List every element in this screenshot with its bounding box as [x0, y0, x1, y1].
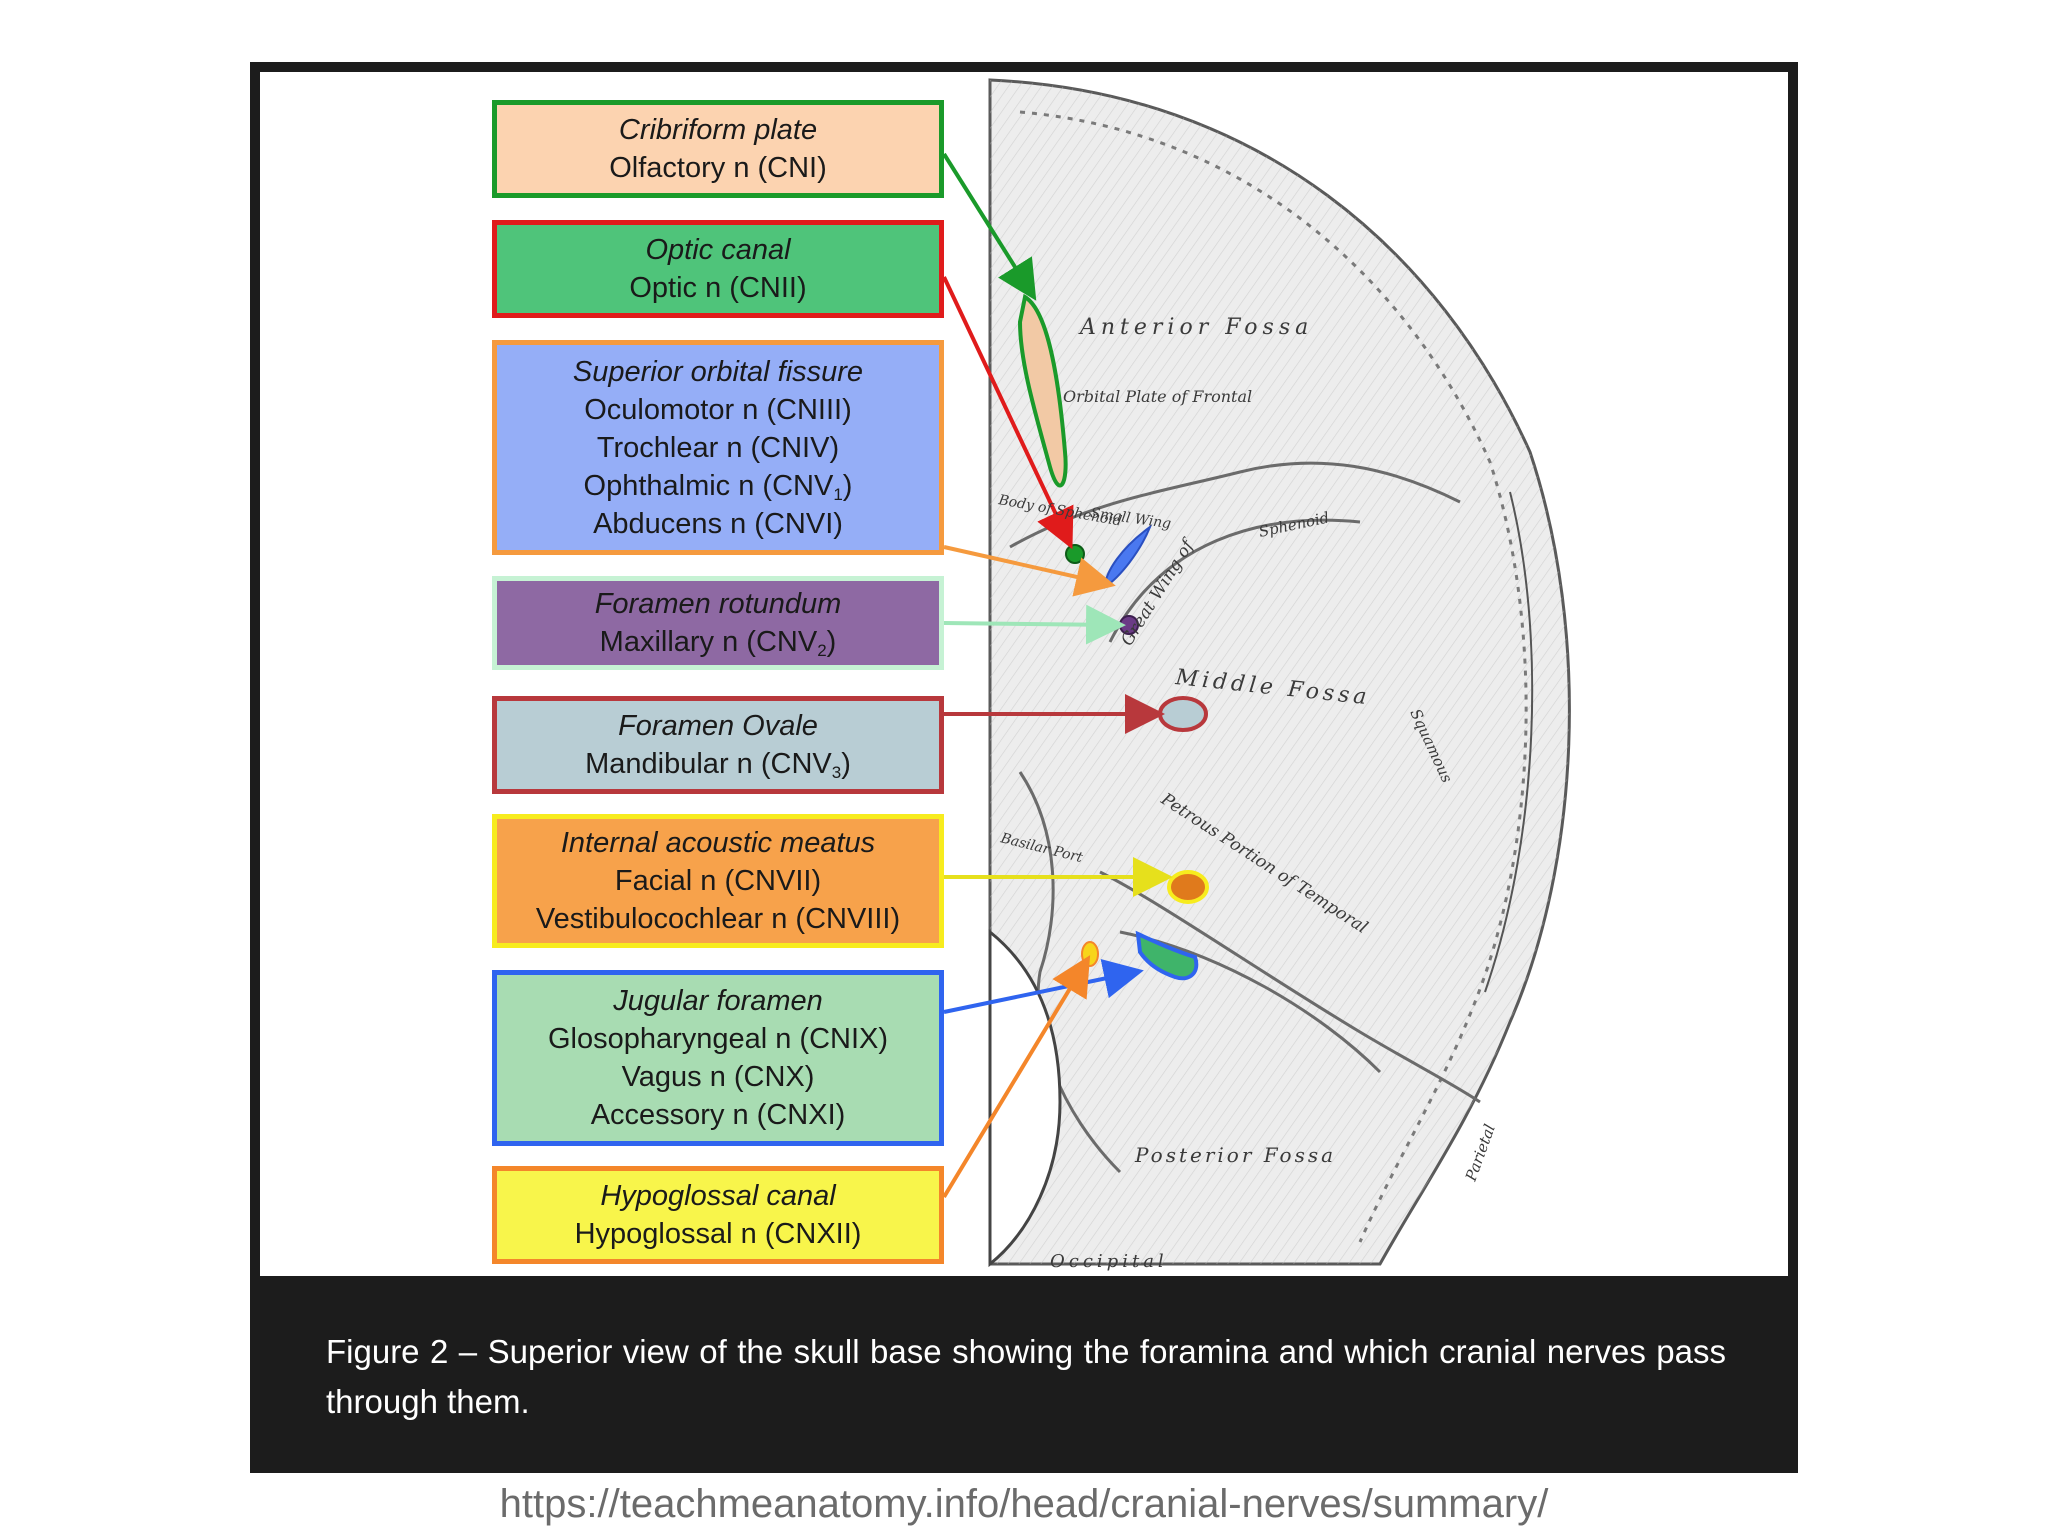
cribriform-plate-highlight: [1017, 293, 1068, 488]
figure-caption: Figure 2 – Superior view of the skull ba…: [326, 1333, 1726, 1420]
pointer-arrows: [942, 152, 1173, 1199]
label-rotundum-title: Foramen rotundum: [594, 588, 842, 620]
label-sof-trochlear: Trochlear n (CNIV): [596, 431, 840, 464]
label-iam-facial: Facial n (CNVII): [614, 865, 822, 897]
arrow-jugular: [943, 958, 1144, 1014]
source-url[interactable]: https://teachmeanatomy.info/head/cranial…: [499, 1482, 1549, 1526]
label-internal-acoustic-meatus: Internal acoustic meatus Facial n (CNVII…: [492, 814, 944, 948]
label-optic-title: Optic canal: [645, 234, 791, 266]
label-superior-orbital-fissure: Superior orbital fissure Oculomotor n (C…: [492, 340, 944, 555]
label-sof-ophthalmic: Ophthalmic n (CNV1): [583, 469, 853, 504]
label-foramen-ovale: Foramen Ovale Mandibular n (CNV3): [492, 696, 944, 794]
label-sof-oculomotor: Oculomotor n (CNIII): [584, 393, 852, 426]
label-jugular-foramen: Jugular foramen Glosopharyngeal n (CNIX)…: [492, 970, 944, 1146]
figure-canvas: Anterior Fossa Orbital Plate of Frontal …: [260, 72, 1788, 1276]
label-optic-nerve: Optic n (CNII): [629, 272, 807, 304]
foramen-magnum: [988, 928, 1062, 1268]
label-ovale-title: Foramen Ovale: [618, 710, 818, 742]
label-cribriform-nerve: Olfactory n (CNI): [609, 152, 827, 184]
skull-label-orbital-plate: Orbital Plate of Frontal: [1063, 387, 1252, 406]
label-iam-title: Internal acoustic meatus: [560, 827, 876, 859]
skull-outline: [988, 78, 1571, 1266]
optic-canal-highlight: [1065, 544, 1085, 564]
arrow-hypoglossal: [942, 955, 1091, 1199]
label-hypoglossal-nerve: Hypoglossal n (CNXII): [574, 1218, 862, 1250]
label-optic-canal: Optic canal Optic n (CNII): [492, 220, 944, 318]
skull-label-posterior-fossa: Posterior Fossa: [1134, 1143, 1336, 1167]
label-jugular-vagus: Vagus n (CNX): [621, 1061, 815, 1093]
skull-label-occipital: Occipital: [1050, 1251, 1168, 1272]
arrow-rotundum: [943, 604, 1126, 645]
label-hypoglossal-title: Hypoglossal canal: [600, 1180, 836, 1212]
label-sof-title: Superior orbital fissure: [572, 355, 864, 388]
label-rotundum-nerve: Maxillary n (CNV2): [599, 626, 837, 660]
skull-label-parietal: Parietal: [1462, 1122, 1499, 1185]
label-hypoglossal-canal: Hypoglossal canal Hypoglossal n (CNXII): [492, 1166, 944, 1264]
label-cribriform-title: Cribriform plate: [618, 114, 818, 146]
jugular-foramen-highlight: [1135, 930, 1199, 981]
label-iam-vestibulocochlear: Vestibulocochlear n (CNVIII): [535, 903, 901, 935]
internal-acoustic-meatus-highlight: [1167, 870, 1209, 904]
label-jugular-title: Jugular foramen: [613, 985, 823, 1017]
foramen-ovale-highlight: [1158, 696, 1208, 732]
label-ovale-nerve: Mandibular n (CNV3): [585, 748, 851, 782]
arrow-optic: [942, 276, 1074, 550]
skull-base-diagram: Anterior Fossa Orbital Plate of Frontal …: [942, 78, 1571, 1272]
arrow-superior-orbital-fissure: [943, 545, 1116, 597]
label-jugular-glossopharyngeal: Glosopharyngeal n (CNIX): [547, 1023, 889, 1055]
skull-label-anterior-fossa: Anterior Fossa: [1078, 315, 1313, 340]
label-cribriform-plate: Cribriform plate Olfactory n (CNI): [492, 100, 944, 198]
label-foramen-rotundum: Foramen rotundum Maxillary n (CNV2): [492, 576, 944, 670]
arrow-cribriform: [942, 152, 1037, 301]
label-sof-abducens: Abducens n (CNVI): [593, 507, 843, 540]
label-jugular-accessory: Accessory n (CNXI): [590, 1099, 846, 1131]
figure-frame: Anterior Fossa Orbital Plate of Frontal …: [250, 62, 1798, 1473]
